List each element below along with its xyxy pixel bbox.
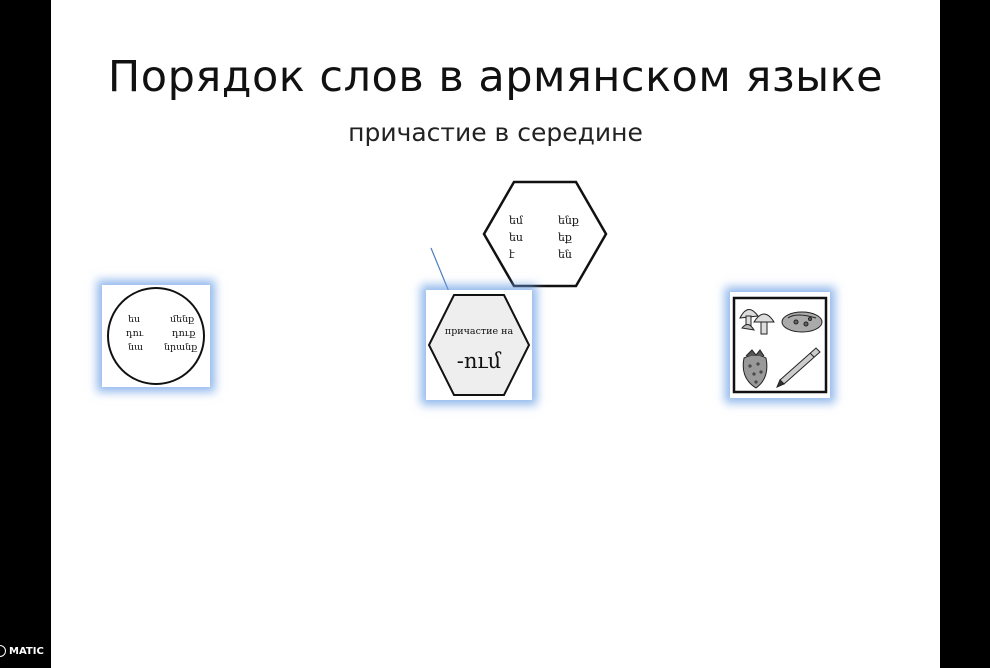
participle-suffix: -ում (457, 349, 502, 373)
aux-1: եմ (509, 214, 524, 227)
pronoun-4: մենք (170, 314, 194, 325)
strawberry-icon (742, 349, 768, 389)
pencil-icon (776, 347, 821, 388)
aux-4: ենք (558, 214, 579, 227)
pronouns-circle-card[interactable]: ես դու նա մենք դուք նրանք (102, 285, 210, 387)
pronouns-circle: ես դու նա մենք դուք նրանք (107, 287, 205, 385)
pronoun-5: դուք (172, 328, 195, 339)
participle-hexagon: причастие на -ում (427, 294, 531, 396)
aux-2: ես (509, 231, 523, 244)
aux-verb-hexagon[interactable]: եմ ես է ենք եք են (482, 180, 608, 288)
slide-title: Порядок слов в армянском языке (107, 52, 884, 102)
nouns-picture (732, 296, 828, 394)
pronoun-3: նա (128, 342, 143, 353)
circle-icon (0, 645, 6, 657)
watermark-badge: MATIC (0, 640, 44, 662)
pronoun-1: ես (128, 314, 140, 325)
slide-subtitle: причастие в середине (348, 118, 643, 147)
mushrooms-icon (739, 309, 775, 335)
aux-3: է (509, 248, 515, 261)
nouns-picture-card[interactable] (730, 292, 830, 398)
participle-label: причастие на (445, 326, 514, 337)
loaf-icon (781, 311, 823, 333)
watermark-label: MATIC (9, 645, 44, 657)
pronoun-6: նրանք (164, 342, 197, 353)
pronoun-2: դու (126, 328, 144, 339)
aux-6: են (558, 248, 572, 261)
slide: Порядок слов в армянском языке причастие… (51, 0, 940, 668)
aux-5: եք (558, 231, 572, 244)
participle-hexagon-card[interactable]: причастие на -ում (426, 290, 532, 400)
